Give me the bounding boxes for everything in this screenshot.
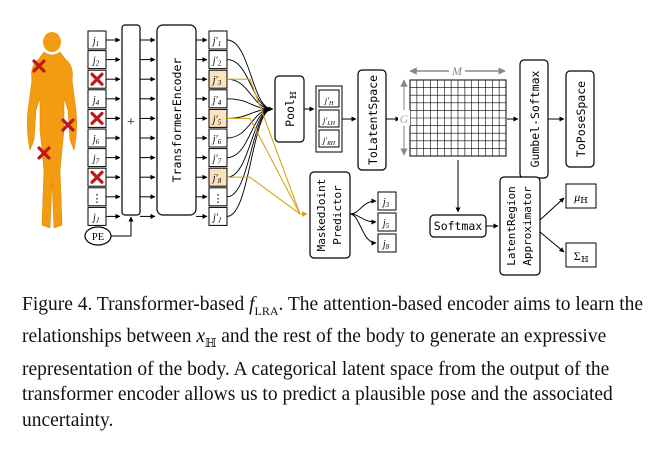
- pool-curve: [226, 108, 273, 198]
- embedding-sum-bar: [121, 24, 141, 216]
- transformer-encoder-label: TransformerEncoder: [170, 58, 184, 183]
- sigma-label: Σℍ: [574, 249, 589, 264]
- output-token-label: j′5: [211, 114, 222, 126]
- to-latent-space-label: ToLatentSpace: [366, 75, 380, 165]
- to-pose-space-block: [565, 70, 595, 168]
- masked-token-cross: [90, 111, 104, 125]
- architecture-diagram: j1 j2 j4 j6 j7 ⋮ jJ + PE TransformerEncoder j′…: [27, 24, 597, 276]
- input-token-label: j2: [91, 56, 100, 68]
- body-masked-joint-marks: [32, 59, 75, 160]
- figure-caption: Figure 4. Transformer-based fLRA. The at…: [22, 292, 652, 433]
- predicted-token-box: [377, 233, 397, 253]
- transformer-encoder-block: [156, 24, 197, 216]
- encoder-output-arrows: [196, 37, 208, 219]
- pool-curve: [226, 39, 273, 110]
- to-latent-space-block: [357, 69, 387, 171]
- categorical-latent-grid: [409, 79, 507, 157]
- approx-to-mu-arrow: [539, 197, 565, 221]
- predicted-tokens: j3 j5 j8: [349, 191, 397, 253]
- caption-rest: and the rest of the body to generate an …: [22, 326, 613, 431]
- masked-token-cross: [90, 170, 104, 184]
- pool-label: Poolℍ: [283, 91, 298, 127]
- output-token-label: j′8: [211, 173, 222, 185]
- output-token-column: j′1 j′2 j′3 j′4 j′5 j′6 j′7 j′8 ⋮ j′J: [208, 30, 228, 226]
- sigma-output-box: [565, 242, 597, 268]
- masked-token-arrow: [227, 176, 308, 217]
- approximator-label-line1: LatentRegion: [505, 186, 518, 265]
- predicted-token-box: [377, 191, 397, 211]
- caption-x-sub: ℍ: [205, 336, 217, 351]
- gumbel-softmax-label: Gumbel-Softmax: [528, 70, 542, 167]
- predicted-token-label: j3: [381, 197, 390, 209]
- predicted-token-box: [377, 212, 397, 232]
- softmax-label: Softmax: [434, 219, 483, 233]
- positional-encoding-label: PE: [92, 232, 104, 243]
- pool-curve: [226, 108, 273, 217]
- predictor-label-line2: Predictor: [331, 185, 344, 245]
- input-arrows: [106, 37, 121, 219]
- input-token-label: j4: [91, 95, 100, 107]
- input-token-label: j7: [91, 154, 100, 166]
- output-token-label: j′4: [211, 95, 222, 107]
- predictor-output-arrow: [349, 198, 377, 215]
- pool-curve: [226, 98, 273, 110]
- pool-curve: [226, 108, 273, 159]
- latent-region-approximator-block: [499, 176, 541, 276]
- predictor-output-arrow: [349, 213, 377, 246]
- output-token-label: j′3: [211, 75, 222, 87]
- pool-curve: [226, 78, 273, 110]
- output-token-label: j′7: [211, 154, 222, 166]
- input-token-column: j1 j2 j4 j6 j7 ⋮ jJ: [87, 30, 107, 226]
- mu-label: μℍ: [573, 190, 588, 205]
- grid-height-label: G: [400, 112, 409, 126]
- output-token-label: j′2: [211, 56, 222, 68]
- input-token-label: j1: [91, 36, 99, 48]
- masked-token-arrows: [227, 78, 308, 217]
- caption-f: f: [249, 294, 255, 315]
- caption-middle: . The attention-based encoder aims to le…: [22, 294, 644, 348]
- caption-prefix: Figure 4. Transformer-based: [22, 294, 250, 315]
- pool-curve: [226, 59, 273, 110]
- to-pose-space-label: ToPoseSpace: [574, 81, 588, 157]
- pooled-token-group: j′H j′LH j′RH: [315, 85, 343, 153]
- input-token-ellipsis: ⋮: [92, 193, 103, 205]
- plus-symbol: +: [127, 115, 135, 130]
- caption-f-sub: LRA: [254, 303, 279, 318]
- approximator-label-line2: Approximator: [521, 186, 534, 266]
- approx-to-sigma-arrow: [539, 231, 565, 253]
- masked-joint-predictor-block: [309, 171, 351, 259]
- mu-output-box: [565, 183, 597, 209]
- pool-input-arrows: [226, 39, 274, 217]
- predicted-token-label: j5: [381, 218, 390, 230]
- encoder-input-arrows: [140, 37, 156, 219]
- predictor-label-line1: MaskedJoint: [315, 179, 328, 252]
- input-token-label: j6: [91, 134, 100, 146]
- pe-arrow: [111, 216, 134, 237]
- caption-x: x: [196, 326, 206, 348]
- output-token-label: j′J: [211, 212, 222, 224]
- grid-width-label: M: [451, 64, 463, 78]
- human-body-figure: [27, 32, 77, 229]
- pooled-token-h: j′H: [324, 95, 334, 107]
- masked-token-cross: [90, 72, 104, 86]
- output-token-ellipsis: ⋮: [213, 193, 224, 205]
- output-token-label: j′1: [211, 36, 221, 48]
- predicted-token-label: j8: [381, 239, 390, 251]
- output-token-label: j′6: [211, 134, 222, 146]
- input-token-label: jJ: [91, 212, 100, 224]
